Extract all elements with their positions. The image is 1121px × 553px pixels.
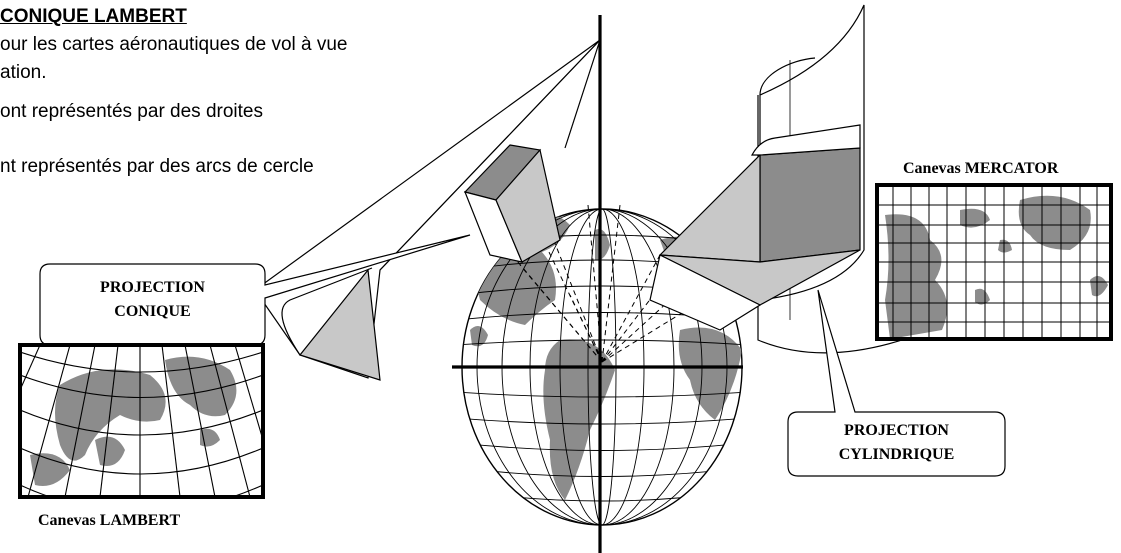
lambert-map: [18, 343, 265, 499]
cylinder-patch: [649, 124, 861, 331]
text-line-3: ont représentés par des droites: [0, 101, 263, 122]
text-line-2: ation.: [0, 62, 47, 83]
cone-patch: [463, 144, 561, 263]
section-heading: CONIQUE LAMBERT: [0, 6, 187, 27]
callout-conique-text: PROJECTION CONIQUE: [40, 276, 265, 324]
caption-lambert: Canevas LAMBERT: [38, 512, 181, 529]
text-line-1: our les cartes aéronautiques de vol à vu…: [0, 34, 348, 55]
caption-mercator: Canevas MERCATOR: [903, 160, 1059, 177]
callout-cylindrique-text: PROJECTION CYLINDRIQUE: [788, 419, 1005, 467]
callout-cylindrique-line-2: CYLINDRIQUE: [838, 446, 955, 463]
text-line-4: nt représentés par des arcs de cercle: [0, 156, 314, 177]
axis-lines: [452, 15, 743, 553]
callout-conique-line-1: PROJECTION: [100, 279, 205, 296]
mercator-map: [875, 183, 1113, 341]
callout-cylindrique-bubble: [787, 289, 1006, 477]
callout-cylindrique-line-1: PROJECTION: [844, 422, 949, 439]
callout-conique-line-2: CONIQUE: [114, 303, 191, 320]
cone-surface: [254, 39, 601, 381]
